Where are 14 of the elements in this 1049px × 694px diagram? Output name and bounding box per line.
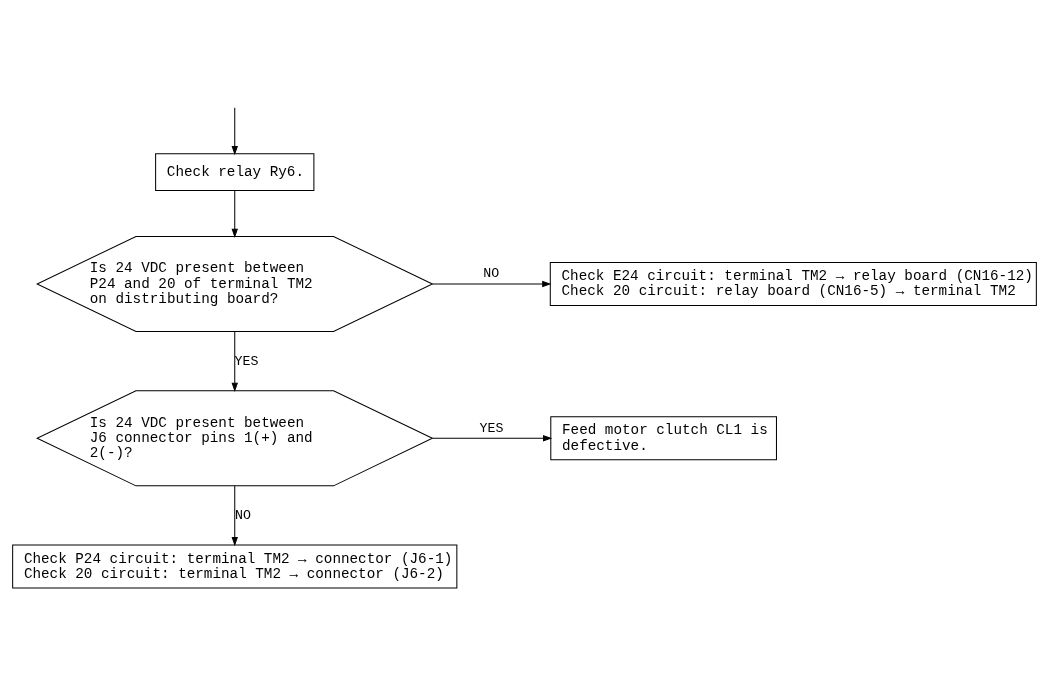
node-box: Feed motor clutch CL1 is defective.	[550, 415, 777, 460]
arrow	[432, 434, 553, 441]
edge-label: NO	[234, 507, 251, 523]
edge-label: NO	[483, 265, 500, 281]
node-box: Check relay Ry6.	[155, 152, 315, 191]
arrow	[431, 280, 552, 287]
node-box: Check P24 circuit: terminal TM2 → connector (J6-1) Check 20 circuit: terminal TM2 → connector (J6-2)	[12, 544, 458, 588]
edge-label: YES	[234, 353, 259, 369]
arrow	[231, 484, 238, 546]
arrow	[231, 330, 238, 392]
node-box: Check E24 circuit: terminal TM2 → relay board (CN16-12) Check 20 circuit: relay board (CN16-5) → terminal TM2	[549, 261, 1037, 306]
arrow	[231, 106, 238, 155]
arrow	[231, 189, 238, 238]
edge-label: YES	[479, 420, 504, 436]
